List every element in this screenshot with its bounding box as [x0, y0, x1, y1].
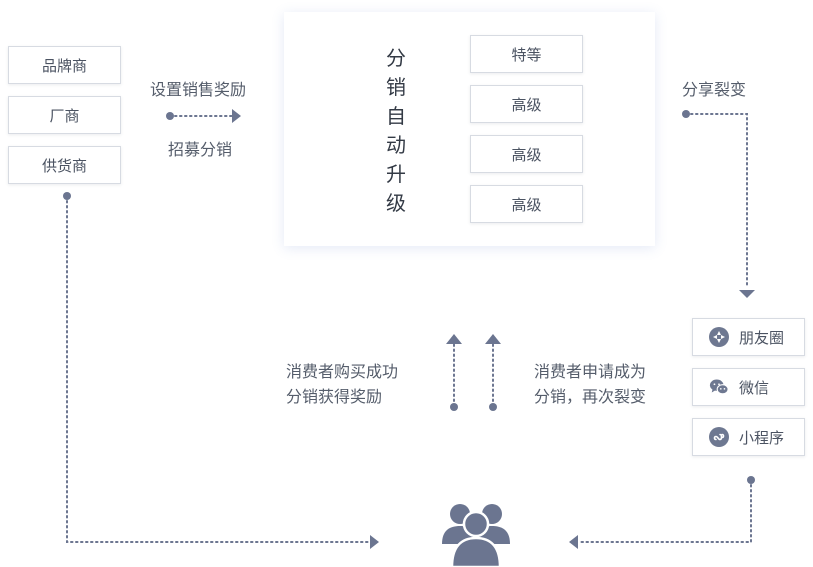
- share-path-line: [685, 113, 748, 289]
- level-box-3-label: 高级: [511, 145, 542, 164]
- box-manufacturer-label: 厂商: [49, 106, 80, 125]
- level-box-2-label: 高级: [511, 95, 542, 114]
- channel-mini-program: 小程序: [692, 418, 805, 456]
- label-consumer-purchase-line1: 消费者购买成功: [286, 362, 399, 381]
- label-consumer-apply-line2: 分销，再次裂变: [534, 387, 647, 406]
- label-consumer-purchase-line2: 分销获得奖励: [286, 387, 383, 406]
- share-path-head: [739, 290, 755, 298]
- purchase-arrow-dot: [450, 403, 458, 411]
- channel-path-line: [577, 479, 752, 543]
- level-box-4: 高级: [470, 185, 583, 223]
- wechat-icon: [709, 377, 729, 397]
- level-box-1-label: 特等: [511, 45, 542, 64]
- channel-mini-program-label: 小程序: [739, 428, 785, 447]
- purchase-arrow-head: [446, 334, 462, 344]
- box-brand: 品牌商: [8, 46, 121, 84]
- box-supplier: 供货商: [8, 146, 121, 184]
- channel-path-dot: [747, 476, 755, 484]
- supplier-path-head: [370, 535, 379, 549]
- level-box-1: 特等: [470, 35, 583, 73]
- channel-moments-label: 朋友圈: [739, 328, 785, 347]
- box-supplier-label: 供货商: [41, 156, 87, 175]
- box-manufacturer: 厂商: [8, 96, 121, 134]
- apply-arrow-dot: [489, 403, 497, 411]
- label-recruit: 招募分销: [168, 140, 233, 159]
- recruit-arrow-dot: [166, 112, 174, 120]
- supplier-path-line: [66, 195, 371, 543]
- label-set-reward: 设置销售奖励: [150, 80, 247, 99]
- level-box-2: 高级: [470, 85, 583, 123]
- mini-program-icon: [709, 427, 729, 447]
- channel-wechat: 微信: [692, 368, 805, 406]
- aperture-icon: [709, 327, 729, 347]
- box-brand-label: 品牌商: [41, 56, 87, 75]
- channel-path-head: [569, 535, 578, 549]
- recruit-arrow-head: [232, 109, 241, 123]
- apply-arrow-head: [485, 334, 501, 344]
- users-group-icon: [442, 504, 510, 567]
- level-box-3: 高级: [470, 135, 583, 173]
- upgrade-panel: [284, 12, 655, 246]
- label-share: 分享裂变: [682, 80, 747, 99]
- label-consumer-apply-line1: 消费者申请成为: [534, 362, 647, 381]
- channel-moments: 朋友圈: [692, 318, 805, 356]
- panel-vertical-title: 分销自动升级: [386, 46, 406, 215]
- level-box-4-label: 高级: [511, 195, 542, 214]
- share-path-dot: [682, 110, 690, 118]
- supplier-path-dot: [63, 192, 71, 200]
- channel-wechat-label: 微信: [739, 378, 770, 397]
